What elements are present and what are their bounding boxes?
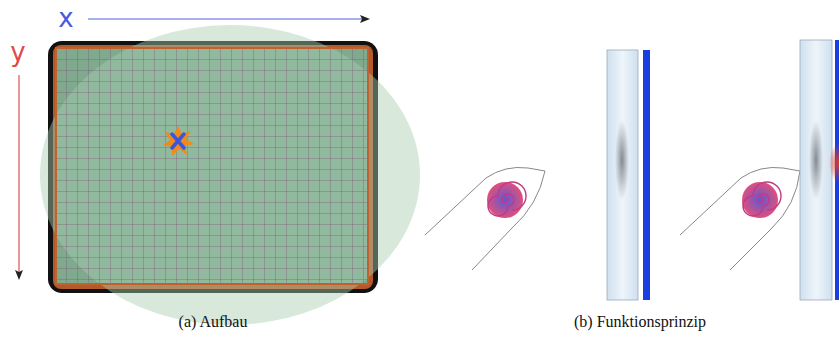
axis-label: x <box>58 3 73 33</box>
subfigure-caption: (a) Aufbau <box>179 313 248 331</box>
subfigure-caption: (b) Funktionsprinzip <box>574 313 706 331</box>
axis-label: y <box>10 37 25 67</box>
